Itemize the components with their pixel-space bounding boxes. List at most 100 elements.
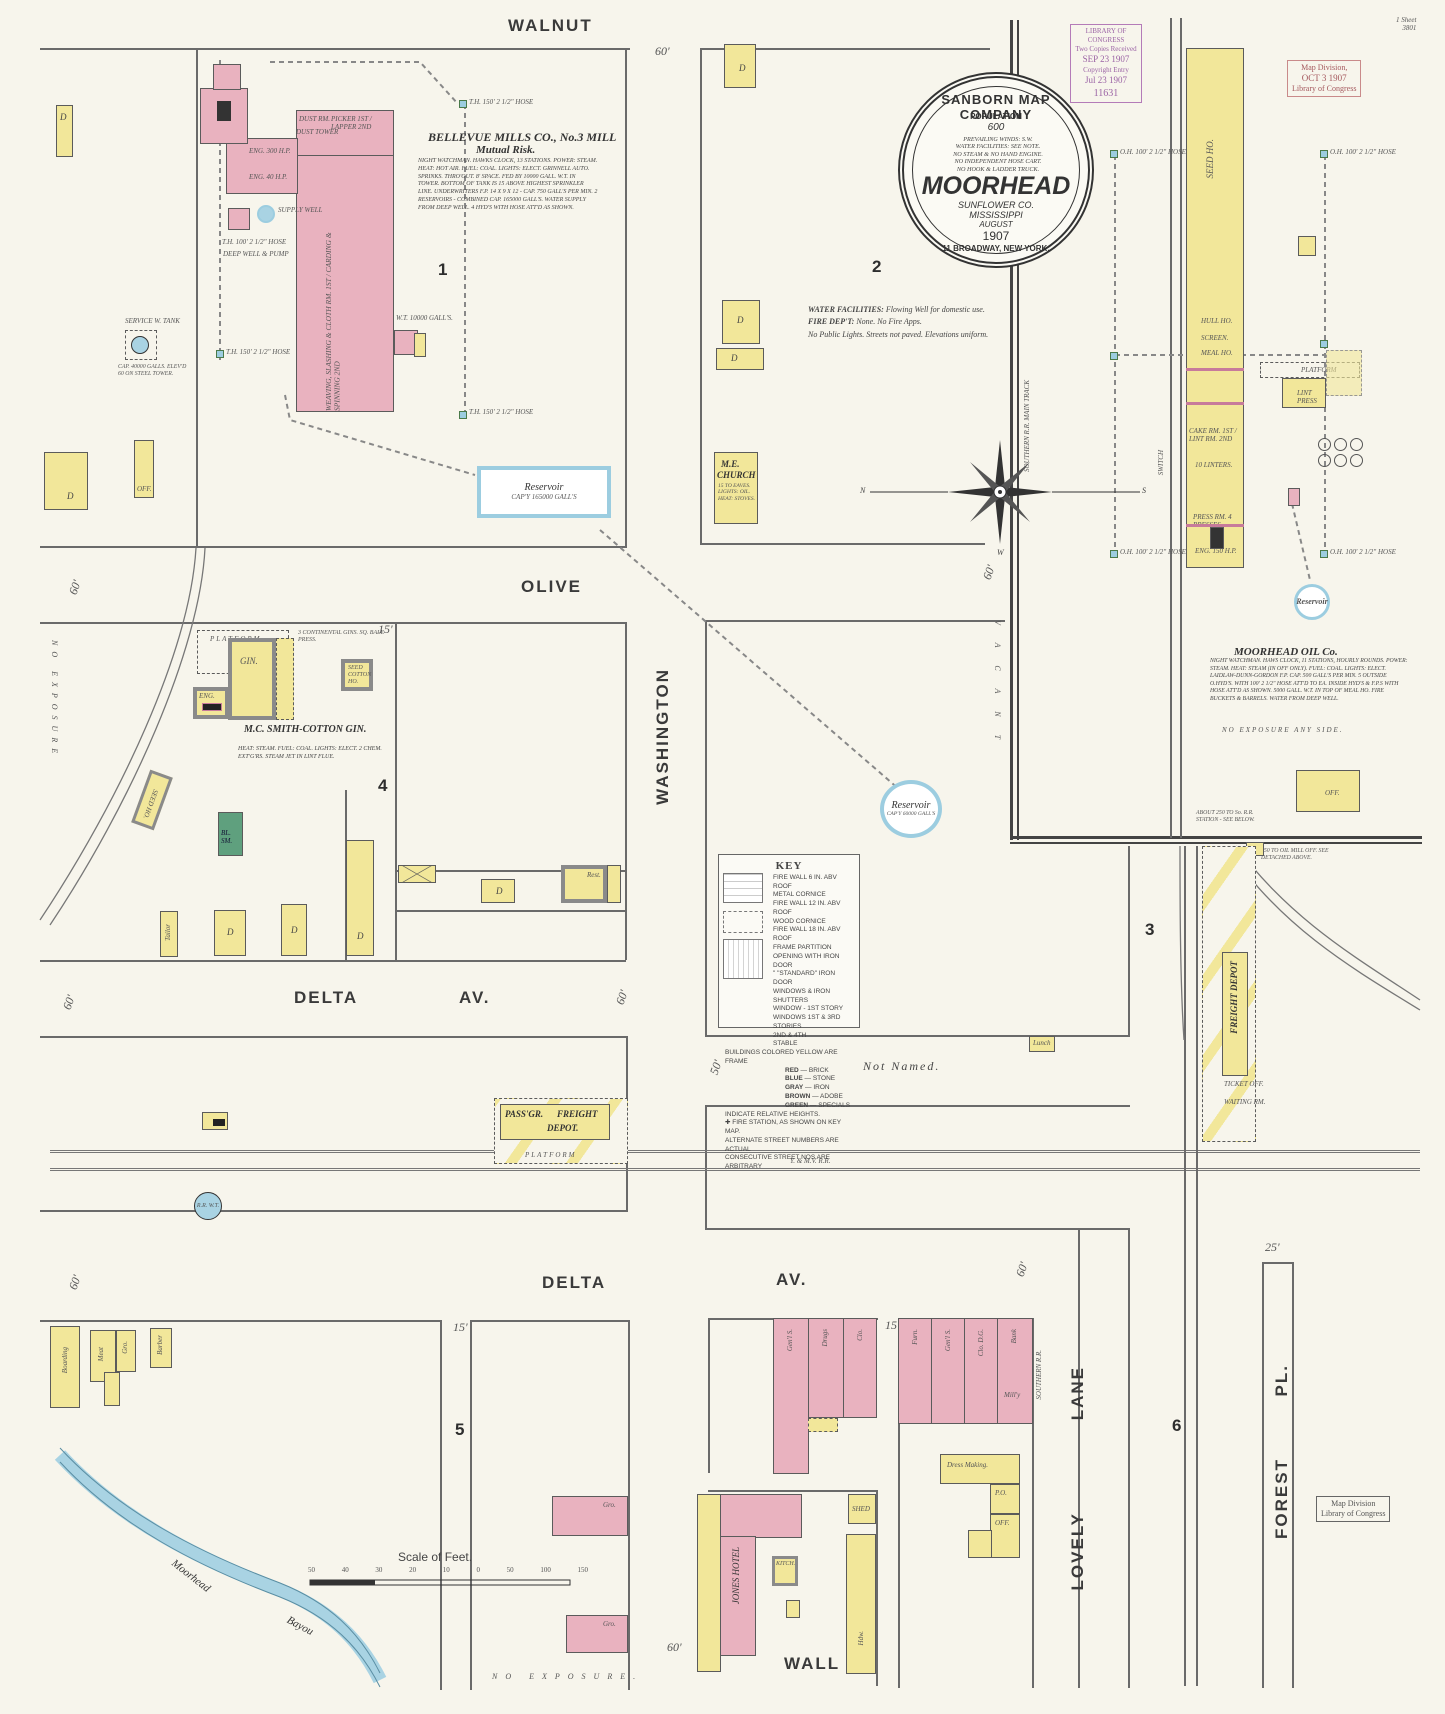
service-tank-note: CAP. 40000 GALLS. ELEV'D 60 ON STEEL TOW… — [118, 364, 187, 377]
pump-house — [228, 208, 250, 230]
hydrant-icon — [459, 100, 467, 108]
dress-making-shop: Dress Making. — [940, 1454, 1020, 1484]
map-division-stamp: Map Division, OCT 3 1907 Library of Cong… — [1287, 60, 1362, 98]
street-label-av: AV. — [776, 1270, 808, 1289]
hydrant-label: T.H. 150' 2 1/2" HOSE — [226, 348, 291, 356]
street-label-delta: DELTA — [542, 1273, 607, 1292]
small-frame-shed — [414, 333, 426, 357]
picker-building: PICKER 1ST / LAPPER 2ND DUST RM. — [296, 110, 394, 156]
dwelling: D — [481, 879, 515, 903]
block-edge — [470, 1320, 630, 1322]
sheet-count: 1 Sheet 3801 — [1396, 16, 1417, 33]
library-of-congress-copyright-stamp: LIBRARY OF CONGRESS Two Copies Received … — [1070, 24, 1142, 103]
service-tank-frame — [125, 330, 157, 360]
small-shed — [968, 1530, 992, 1558]
block-edge — [395, 870, 625, 872]
no-exposure-bottom: NO EXPOSURE. — [492, 1672, 644, 1681]
map-month: AUGUST — [979, 220, 1013, 229]
block-edge — [628, 1320, 630, 1690]
block-edge — [395, 622, 625, 624]
sheet-border — [1010, 842, 1422, 844]
block-edge — [705, 1035, 1130, 1037]
hydrant-icon — [459, 411, 467, 419]
alley-width-label: 15' — [378, 622, 393, 636]
small-brick-structure — [1288, 488, 1300, 506]
stack — [213, 64, 241, 90]
bellevue-mills-notes: NIGHT WATCHMAN. HAWKS CLOCK, 13 STATIONS… — [418, 158, 598, 211]
block-number-3: 3 — [1145, 920, 1155, 939]
dwelling: D — [56, 105, 73, 157]
dwelling: D — [44, 452, 88, 510]
shed: SHED — [848, 1494, 876, 1524]
dwelling: D — [724, 44, 756, 88]
switch-label: SWITCH — [1157, 450, 1165, 476]
weaving-building: WEAVING, SLASHING & CLOTH RM. 1ST / CARD… — [296, 150, 394, 412]
publisher-address: 11 BROADWAY, NEW YORK. — [942, 244, 1050, 253]
jones-hotel — [720, 1494, 802, 1538]
boiler-room — [200, 88, 248, 144]
hydrant-label: O.H. 100' 2 1/2" HOSE — [1330, 548, 1396, 556]
hydrant-icon — [1320, 150, 1328, 158]
block-edge — [1128, 846, 1130, 1036]
boarding-house: Boarding — [50, 1326, 80, 1408]
freight-depot: FREIGHT DEPOT — [1222, 952, 1248, 1076]
small-shed — [104, 1372, 120, 1406]
hydrant-icon — [1110, 352, 1118, 360]
oil-co-office: OFF. — [1296, 770, 1360, 812]
railroad-label-southern: SOUTHERN R.R. — [1035, 1350, 1043, 1400]
oil-co-notes: NIGHT WATCHMAN. HAWS CLOCK, 11 STATIONS,… — [1210, 658, 1408, 702]
hydrant-icon — [1320, 550, 1328, 558]
railroad-label-ymv: Y. & M.V. R.R. — [790, 1157, 831, 1165]
block-edge — [345, 790, 347, 960]
street-label-washington: WASHINGTON — [653, 668, 672, 805]
gin-engine-room: ENG. — [193, 687, 229, 719]
block-edge — [898, 1318, 900, 1688]
passenger-freight-depot: PASS'GR. FREIGHT DEPOT. — [500, 1104, 610, 1140]
block-edge — [700, 48, 702, 544]
block-edge — [876, 1490, 878, 1686]
block-edge — [705, 620, 1005, 622]
compass-n-label: N — [860, 486, 866, 495]
block-edge — [440, 1320, 442, 1690]
street-label-lovely: LOVELY — [1068, 1512, 1087, 1591]
gin-building: GIN. — [228, 638, 276, 720]
drug-store: Drugs — [808, 1318, 844, 1418]
hydrant-label: O.H. 100' 2 1/2" HOSE — [1330, 148, 1396, 156]
block-edge — [1262, 1262, 1264, 1688]
block-edge — [1078, 1228, 1080, 1688]
street-label-olive: OLIVE — [521, 577, 583, 596]
boiler — [1210, 527, 1224, 549]
street-label-forest: FOREST — [1272, 1458, 1291, 1539]
seal-notes: PREVAILING WINDS: S.W. WATER FACILITIES:… — [953, 136, 1043, 173]
furniture-store: Furn. — [898, 1318, 932, 1424]
supply-well — [257, 205, 275, 223]
office-building: OFF. — [990, 1514, 1020, 1558]
stable — [398, 865, 436, 883]
barber-shop: Barber — [150, 1328, 172, 1368]
small-shed — [1298, 236, 1316, 256]
delta-av-edge — [40, 960, 626, 962]
alley-width-label: 15' — [885, 1318, 900, 1332]
service-tank-label: SERVICE W. TANK — [125, 317, 180, 325]
block-edge — [625, 48, 627, 548]
block-edge — [705, 1105, 707, 1230]
hydrant-label: T.H. 150' 2 1/2" HOSE — [469, 408, 534, 416]
block-edge — [196, 48, 198, 548]
street-label-av: AV. — [459, 988, 491, 1007]
sheet-border — [1010, 836, 1422, 839]
fire-wall — [1186, 524, 1244, 527]
block-edge — [708, 1490, 876, 1492]
olive-street-edge — [40, 546, 626, 548]
state-name: MISSISSIPPI — [969, 210, 1023, 220]
delta-av-south-edge — [40, 1036, 628, 1038]
me-church: M.E. CHURCH 15 TO EAVES. LIGHTS: OIL. HE… — [714, 452, 758, 524]
railroad-track — [50, 1168, 1420, 1171]
gin-notes: HEAT: STEAM. FUEL: COAL. LIGHTS: ELECT. … — [238, 746, 382, 760]
street-label-walnut: WALNUT — [508, 16, 593, 35]
fire-wall — [1186, 368, 1244, 371]
block-edge — [708, 1318, 710, 1473]
block-edge — [1292, 1262, 1294, 1688]
dwelling: D — [346, 840, 374, 956]
lunch-stand: Lunch — [1029, 1036, 1055, 1052]
